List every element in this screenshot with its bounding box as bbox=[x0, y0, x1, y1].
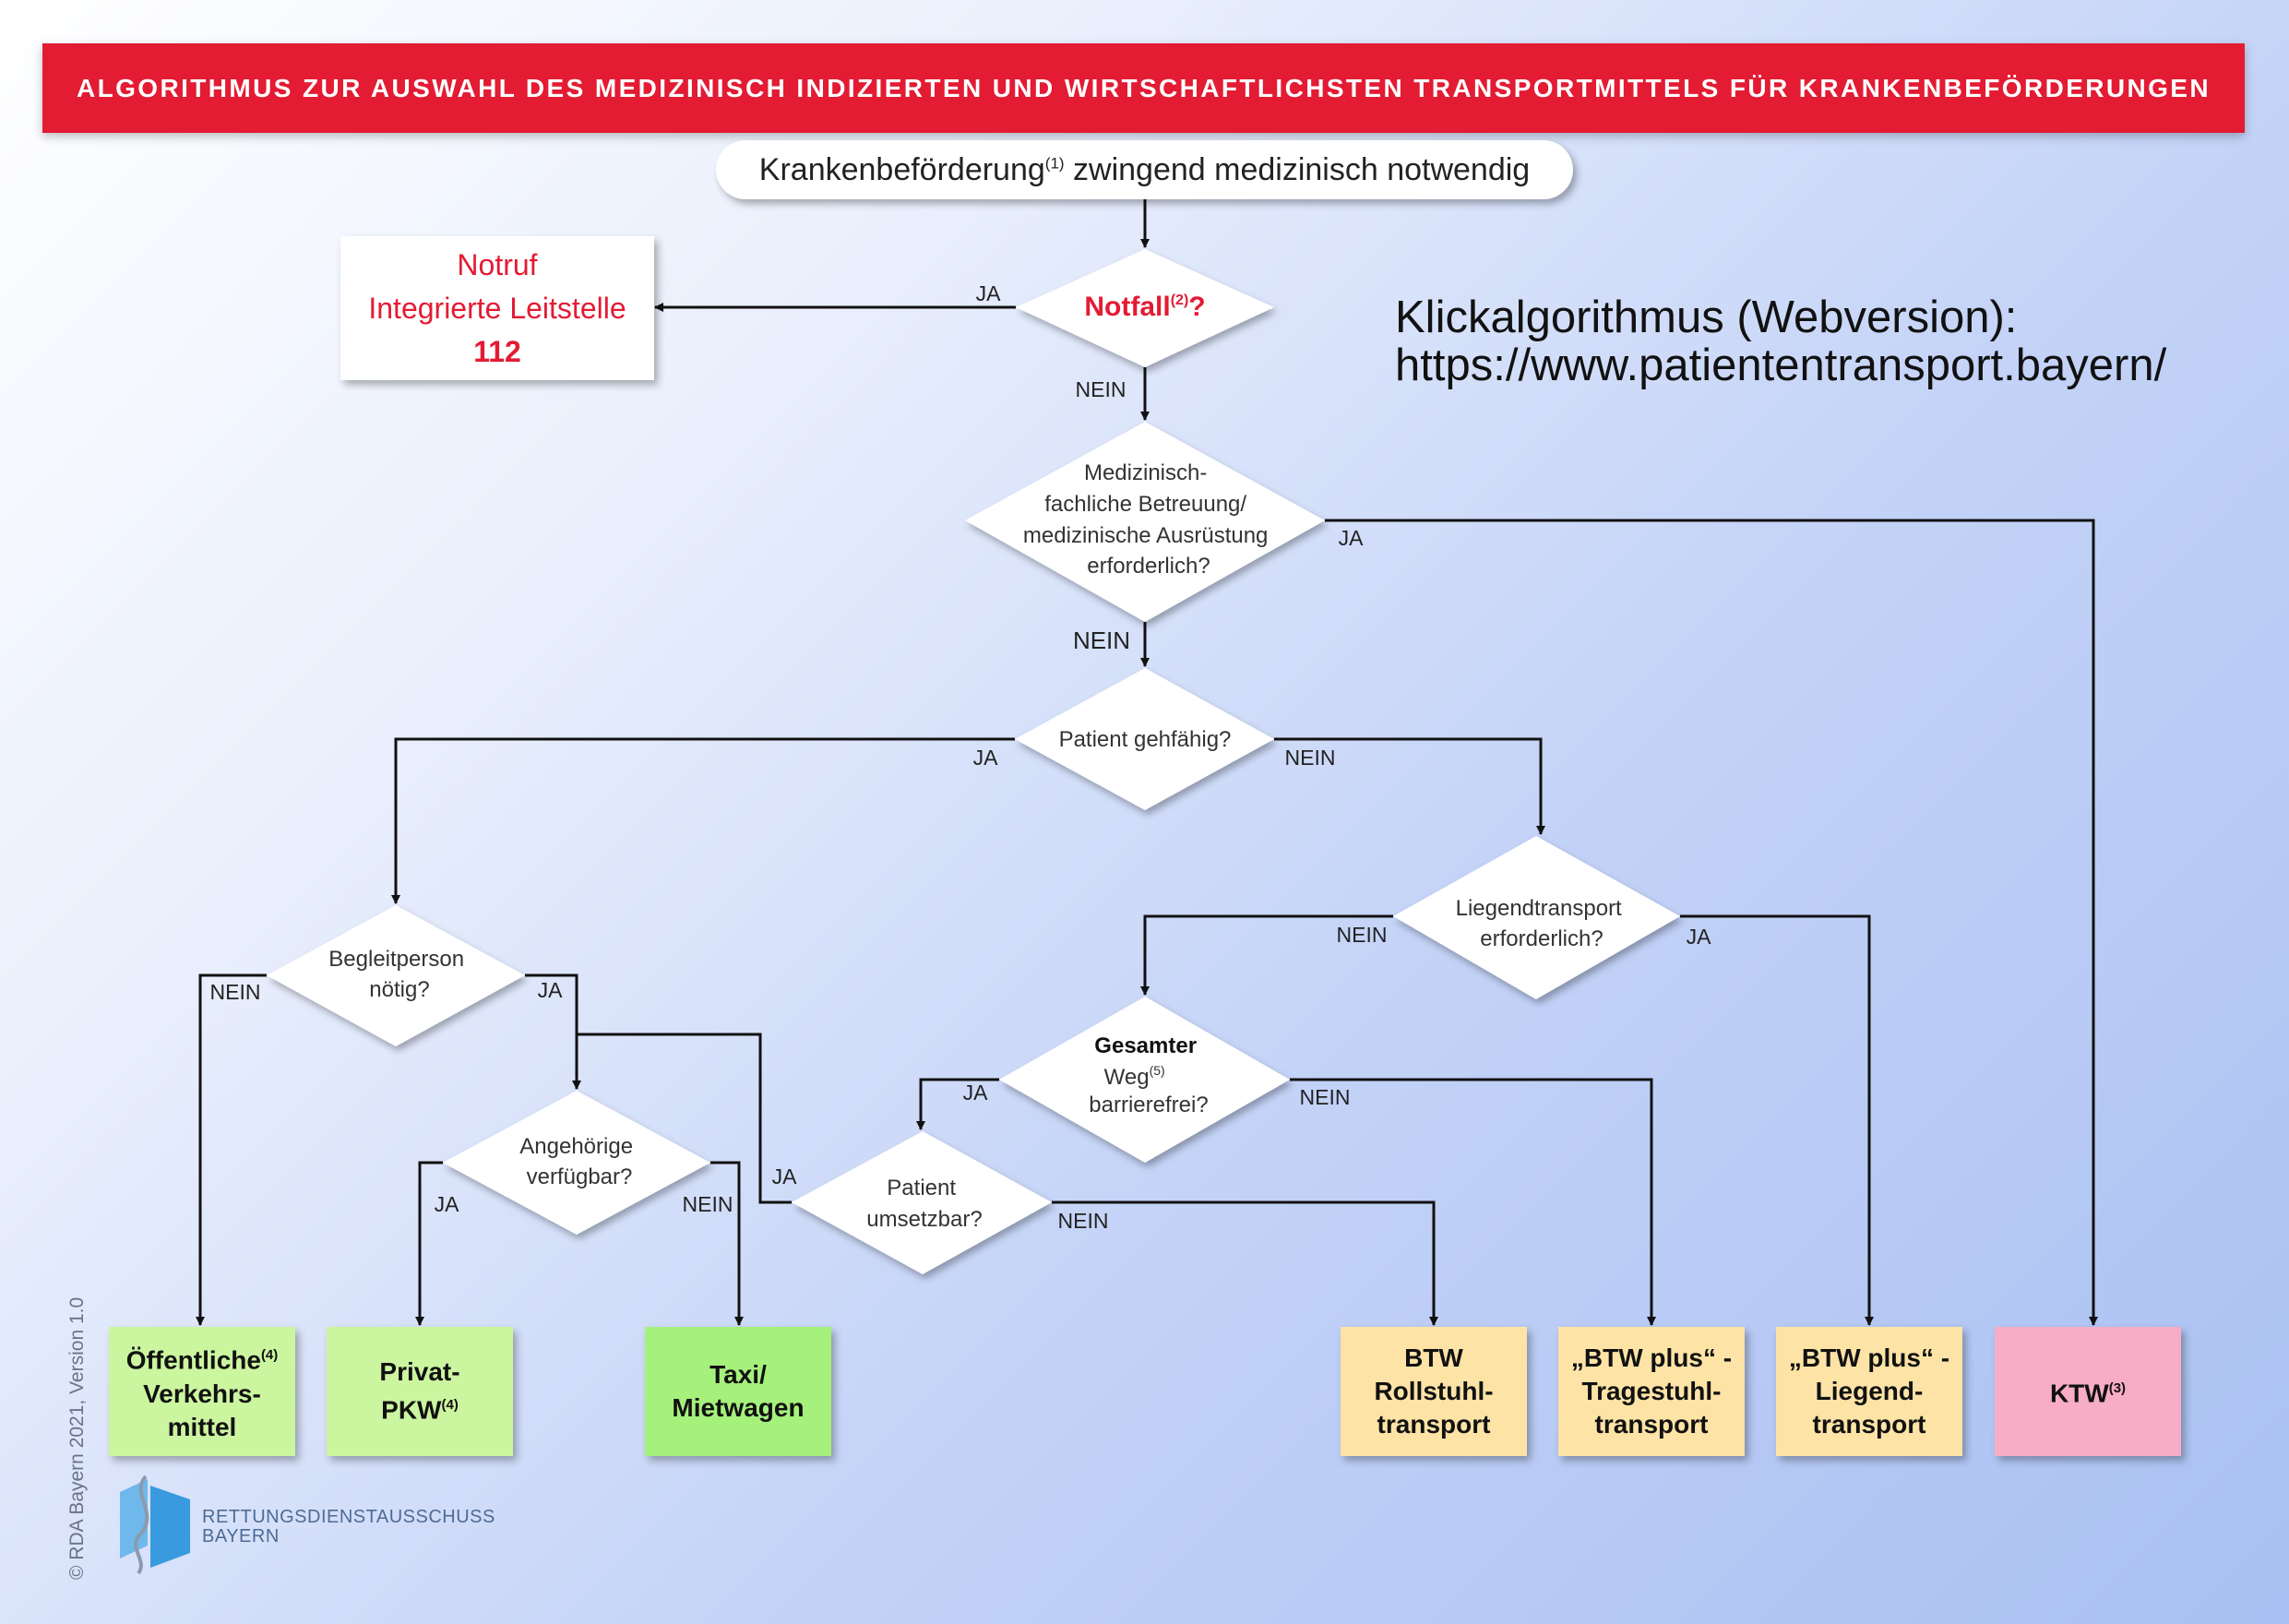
rda-logo-icon bbox=[120, 1475, 190, 1575]
label-ja: JA bbox=[772, 1164, 798, 1188]
decision-umsetzbar-text: Patient umsetzbar? bbox=[866, 1176, 982, 1232]
label-nein: NEIN bbox=[1076, 377, 1127, 401]
label-ja: JA bbox=[973, 746, 999, 770]
decision-liegendtransport bbox=[1393, 836, 1680, 999]
connector-liegend-gesamter-weg bbox=[1140, 914, 1393, 996]
label-nein: NEIN bbox=[1300, 1085, 1351, 1109]
label-nein: NEIN bbox=[1073, 627, 1130, 654]
connector-angehoerige-privat bbox=[415, 1161, 443, 1326]
result-oeffentliche-verkehrsmittel: Öffentliche(4) Verkehrs- mittel bbox=[109, 1327, 295, 1456]
connector-weg-tragestuhl bbox=[1290, 1078, 1656, 1326]
connector-umsetzbar-ja bbox=[577, 1033, 792, 1204]
result-taxi-mietwagen: Taxi/ Mietwagen bbox=[645, 1327, 831, 1456]
decision-notfall bbox=[1016, 249, 1274, 367]
connector-gehfaehig-begleitperson bbox=[391, 737, 1015, 904]
decision-umsetzbar bbox=[792, 1131, 1052, 1274]
result-btw-plus-liegendtransport: „BTW plus“ - Liegend- transport bbox=[1776, 1327, 1962, 1456]
decision-begleitperson-text: Begleitperson nötig? bbox=[328, 947, 470, 1002]
label-nein: NEIN bbox=[683, 1192, 733, 1216]
label-ja: JA bbox=[1339, 526, 1365, 550]
label-ja: JA bbox=[963, 1081, 989, 1105]
decision-betreuung-text: Medizinisch- fachliche Betreuung/ medizi… bbox=[1023, 460, 1274, 579]
web-version-url[interactable]: https://www.patiententransport.bayern/ bbox=[1395, 340, 2167, 390]
label-nein: NEIN bbox=[1337, 923, 1388, 947]
decision-notfall-text: Notfall(2)? bbox=[1084, 292, 1205, 322]
result-btw-rollstuhltransport: BTW Rollstuhl- transport bbox=[1341, 1327, 1527, 1456]
label-nein: NEIN bbox=[1285, 746, 1336, 770]
result-privat-pkw: Privat- PKW(4) bbox=[327, 1327, 513, 1456]
connector-gehfaehig-liegend bbox=[1274, 737, 1545, 835]
start-text: Krankenbeförderung bbox=[758, 151, 1045, 187]
notruf-box: Notruf Integrierte Leitstelle 112 bbox=[340, 236, 654, 380]
title-banner: ALGORITHMUS ZUR AUSWAHL DES MEDIZINISCH … bbox=[42, 43, 2245, 133]
result-btw-plus-tragestuhltransport: „BTW plus“ - Tragestuhl- transport bbox=[1558, 1327, 1745, 1456]
label-ja: JA bbox=[976, 281, 1002, 305]
notruf-number: 112 bbox=[473, 334, 521, 368]
result-ktw: KTW(3) bbox=[1995, 1327, 2181, 1456]
connector-umsetzbar-rollstuhl bbox=[1052, 1200, 1438, 1326]
label-nein: NEIN bbox=[1058, 1209, 1109, 1233]
start-text-rest: zwingend medizinisch notwendig bbox=[1064, 151, 1531, 187]
connector-liegend-liegendtransport bbox=[1680, 914, 1874, 1326]
label-nein: NEIN bbox=[210, 980, 261, 1004]
start-footnote: (1) bbox=[1044, 154, 1065, 173]
connector-betreuung-ktw bbox=[1325, 519, 2098, 1326]
web-version-note: Klickalgorithmus (Webversion): https://w… bbox=[1395, 293, 2166, 389]
label-ja: JA bbox=[538, 978, 564, 1002]
connector-angehoerige-taxi bbox=[710, 1161, 744, 1326]
notruf-title: Notruf bbox=[457, 247, 538, 281]
decision-gehfaehig-text: Patient gehfähig? bbox=[1059, 727, 1232, 752]
label-ja: JA bbox=[435, 1192, 460, 1216]
connector-weg-umsetzbar bbox=[916, 1078, 999, 1130]
decision-gehfaehig bbox=[1015, 668, 1274, 810]
connector-begleitperson-oeffentliche bbox=[196, 973, 267, 1326]
decision-liegendtransport-text: Liegendtransport erforderlich? bbox=[1456, 896, 1628, 951]
decision-begleitperson bbox=[267, 905, 525, 1046]
label-ja: JA bbox=[1687, 925, 1712, 949]
decision-betreuung bbox=[965, 422, 1325, 622]
decision-angehoerige-text: Angehörige verfügbar? bbox=[519, 1134, 638, 1189]
decision-gesamter-weg-text: Gesamter Weg(5) barrierefrei? bbox=[1089, 1033, 1208, 1117]
decision-angehoerige bbox=[443, 1091, 710, 1235]
notruf-subtitle: Integrierte Leitstelle bbox=[368, 291, 626, 325]
start-box: Krankenbeförderung(1) zwingend medizinis… bbox=[716, 140, 1573, 199]
page-title: ALGORITHMUS ZUR AUSWAHL DES MEDIZINISCH … bbox=[76, 73, 2212, 102]
connector-begleitperson-angehoerige bbox=[525, 973, 581, 1090]
copyright-notice: © RDA Bayern 2021, Version 1.0 bbox=[66, 1296, 88, 1580]
org-name: RETTUNGSDIENSTAUSSCHUSS BAYERN bbox=[202, 1507, 495, 1546]
decision-gesamter-weg bbox=[999, 997, 1290, 1163]
web-version-title: Klickalgorithmus (Webversion): bbox=[1395, 293, 2018, 342]
